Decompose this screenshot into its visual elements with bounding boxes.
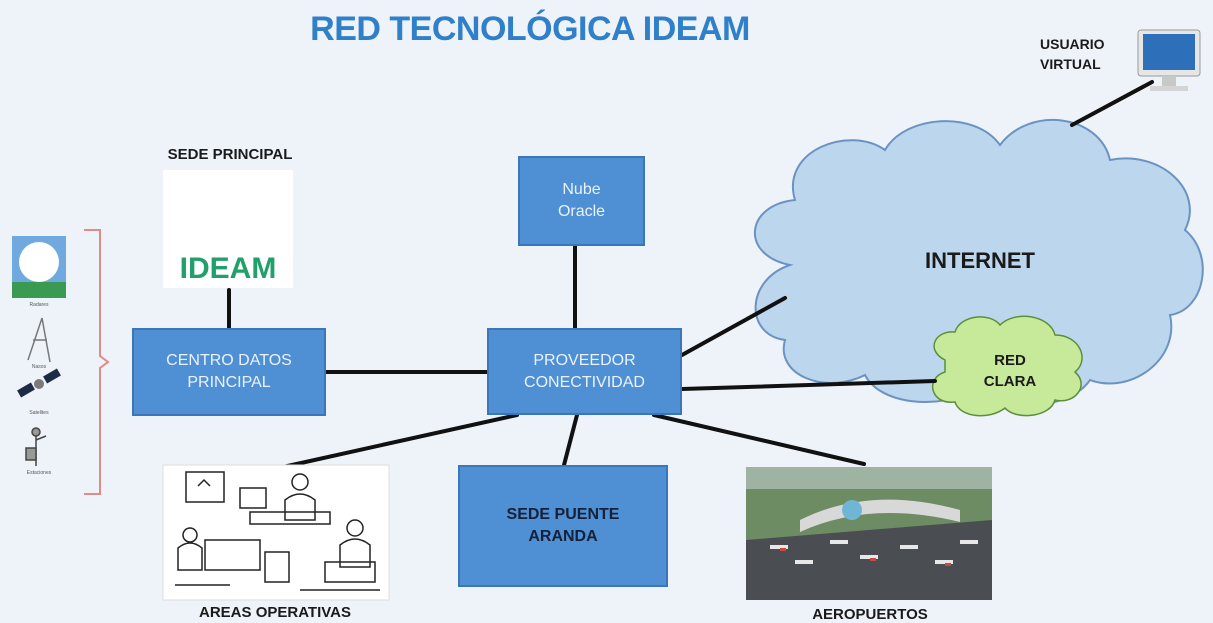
red-clara-line1: RED [994, 352, 1026, 369]
proveedor-line2: CONECTIVIDAD [524, 373, 645, 391]
sede-puente-line1: SEDE PUENTE [506, 506, 620, 523]
usuario-virtual-label: USUARIO VIRTUAL [1040, 34, 1140, 74]
nube-oracle-line1: Nube [562, 181, 601, 198]
satellite-icon [17, 368, 61, 398]
link-proveedor-puente [562, 413, 579, 467]
radar-icon [12, 236, 66, 298]
centro-datos-line1: CENTRO DATOS [166, 352, 292, 369]
usuario-virtual-line2: VIRTUAL [1040, 56, 1101, 72]
internet-label: INTERNET [925, 248, 1035, 273]
side-caption-radares: Radares [29, 302, 49, 308]
areas-operativas-label: AREAS OPERATIVAS [199, 604, 351, 621]
bracket [84, 229, 110, 495]
office-sketch [162, 464, 390, 601]
red-clara-line2: CLARA [983, 373, 1037, 390]
side-caption-satelites: Satelites [29, 410, 49, 416]
red-clara-cloud [931, 315, 1083, 417]
aeropuertos-label: AEROPUERTOS [812, 606, 928, 623]
red-clara-label: RED CLARA [960, 350, 1060, 392]
proveedor-conectividad-box: PROVEEDOR CONECTIVIDAD [487, 328, 682, 415]
sede-puente-aranda-box: SEDE PUENTE ARANDA [458, 465, 668, 587]
monitor-icon [1137, 29, 1201, 91]
nube-oracle-box: Nube Oracle [518, 156, 645, 246]
link-internet-usuario [1070, 80, 1154, 127]
sede-puente-line2: ARANDA [528, 528, 598, 545]
page-title: RED TECNOLÓGICA IDEAM [310, 10, 750, 48]
airport-image [746, 467, 992, 600]
sede-principal-label: SEDE PRINCIPAL [167, 146, 293, 163]
internet-cloud [753, 119, 1204, 407]
nube-oracle-line2: Oracle [557, 203, 606, 220]
link-proveedor-areas [281, 413, 519, 469]
mast-icon [27, 317, 51, 363]
usuario-virtual-line1: USUARIO [1040, 36, 1105, 52]
station-icon [25, 427, 47, 466]
ideam-logo-text: IDEAM [179, 252, 277, 285]
side-caption-estaciones: Estaciones [26, 470, 52, 476]
centro-datos-box: CENTRO DATOS PRINCIPAL [132, 328, 326, 416]
link-proveedor-redclara [680, 379, 937, 391]
link-proveedor-internet [680, 296, 787, 357]
proveedor-line1: PROVEEDOR [533, 351, 636, 369]
link-proveedor-aeropuertos [652, 413, 866, 466]
ideam-logo: IDEAM [163, 170, 293, 288]
side-caption-nasos: Nasos [31, 364, 47, 370]
centro-datos-line2: PRINCIPAL [187, 374, 271, 391]
